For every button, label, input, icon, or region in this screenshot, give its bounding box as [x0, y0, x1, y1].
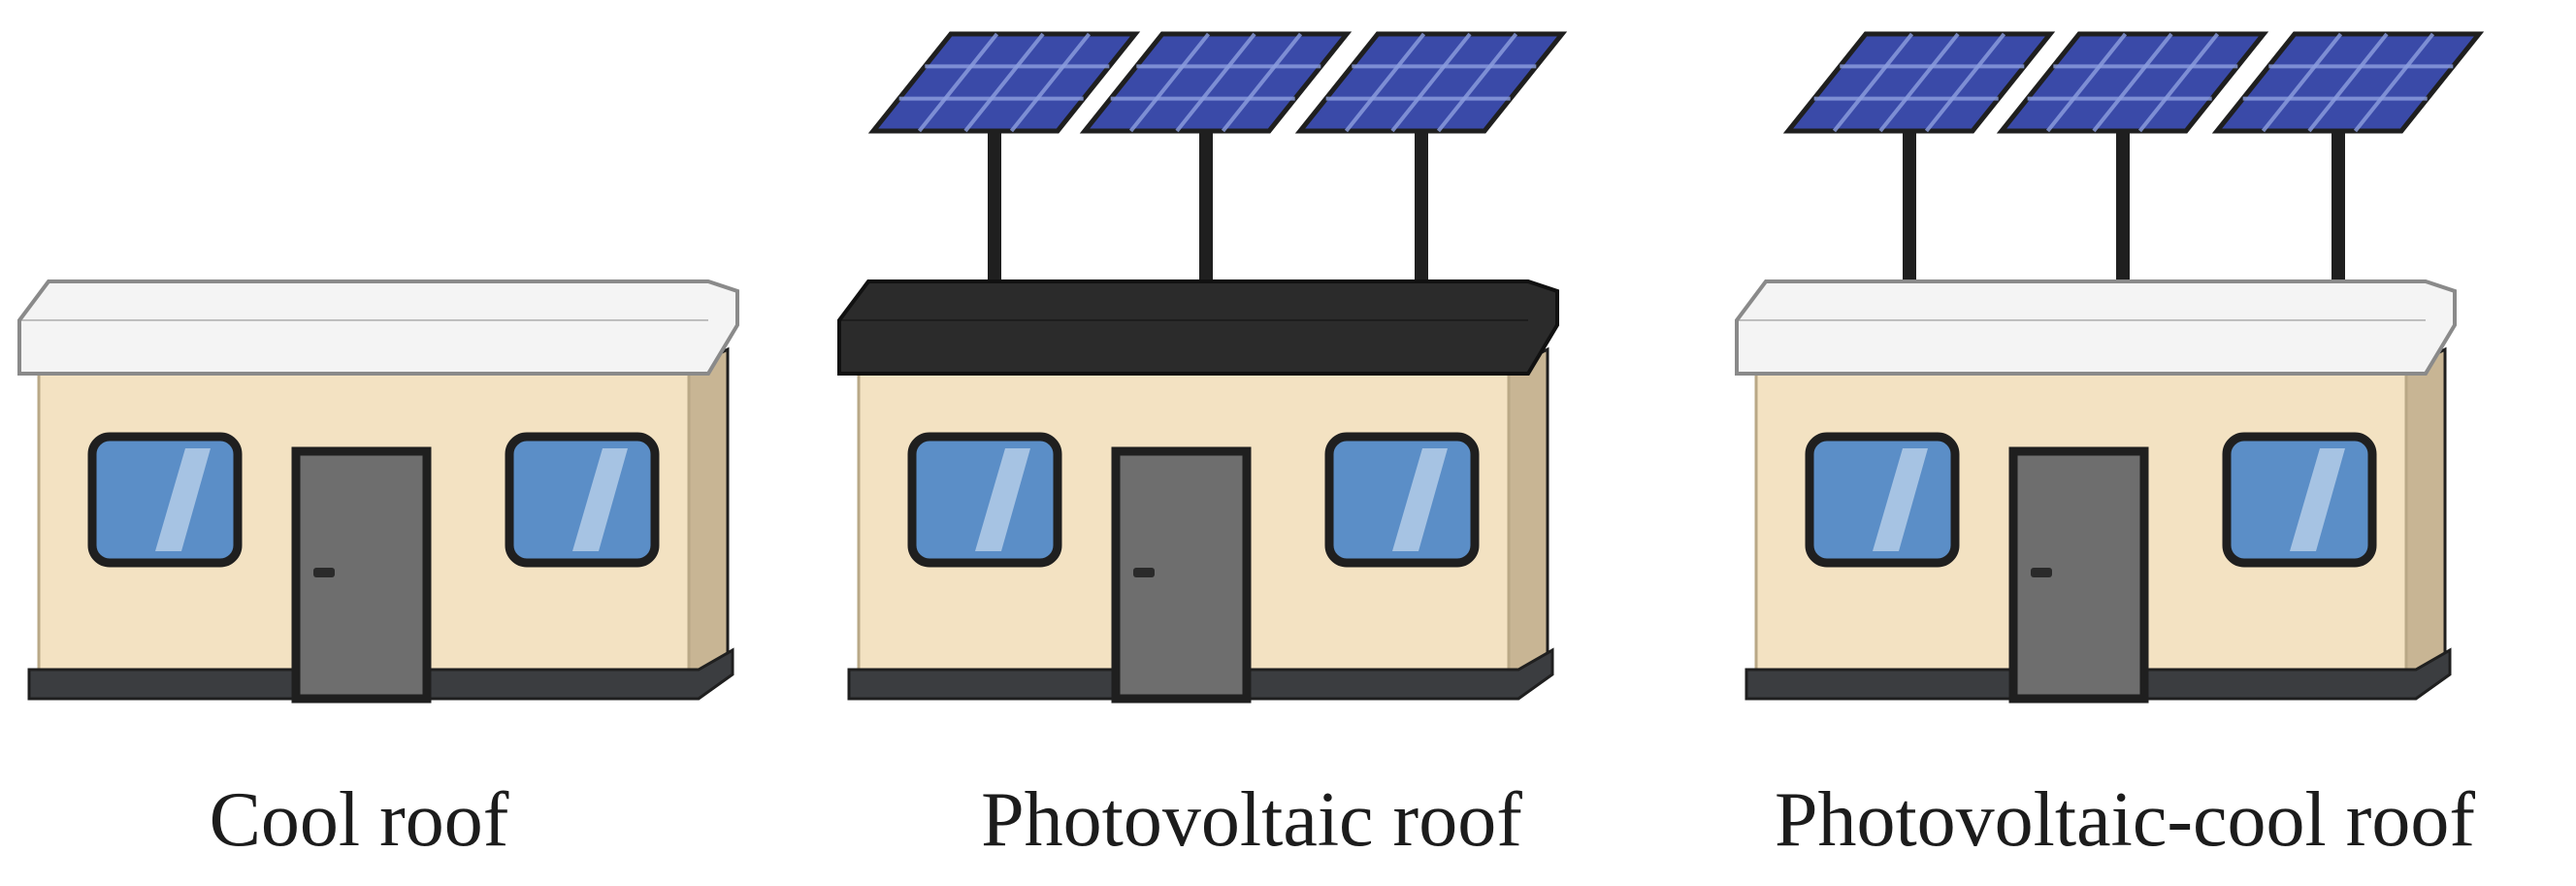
wall-side — [2404, 346, 2447, 681]
window-icon — [505, 432, 660, 568]
door-handle — [313, 568, 335, 577]
panel-pole — [1903, 126, 1916, 286]
door-icon — [1111, 446, 1252, 704]
panel-pole — [2331, 126, 2345, 286]
door-icon — [2008, 446, 2149, 704]
window-icon — [907, 432, 1062, 568]
panel-pole — [988, 126, 1001, 286]
solar-panel-icon — [1782, 31, 2056, 293]
window-icon — [2222, 432, 2377, 568]
door-icon — [291, 446, 432, 704]
door-handle — [1133, 568, 1155, 577]
wall-side — [1507, 346, 1549, 681]
window-icon — [1324, 432, 1480, 568]
building-1 — [17, 279, 739, 704]
panel-pole — [1199, 126, 1213, 286]
building-2 — [837, 31, 1568, 704]
window-icon — [87, 432, 243, 568]
label-cool-roof: Cool roof — [209, 777, 509, 863]
roof — [837, 279, 1559, 376]
door-handle — [2031, 568, 2052, 577]
label-photovoltaic-roof: Photovoltaic roof — [981, 777, 1522, 863]
solar-panel-icon — [1294, 31, 1568, 293]
solar-panel-icon — [867, 31, 1141, 293]
label-photovoltaic-cool-roof: Photovoltaic-cool roof — [1774, 777, 2476, 863]
panel-pole — [1415, 126, 1428, 286]
roof — [1735, 279, 2457, 376]
window-icon — [1805, 432, 1960, 568]
solar-panel-icon — [1996, 31, 2269, 293]
wall-side — [687, 346, 730, 681]
solar-panel-icon — [2211, 31, 2485, 293]
solar-panel-icon — [1079, 31, 1353, 293]
building-3 — [1735, 31, 2485, 704]
roof — [17, 279, 739, 376]
panel-pole — [2116, 126, 2130, 286]
